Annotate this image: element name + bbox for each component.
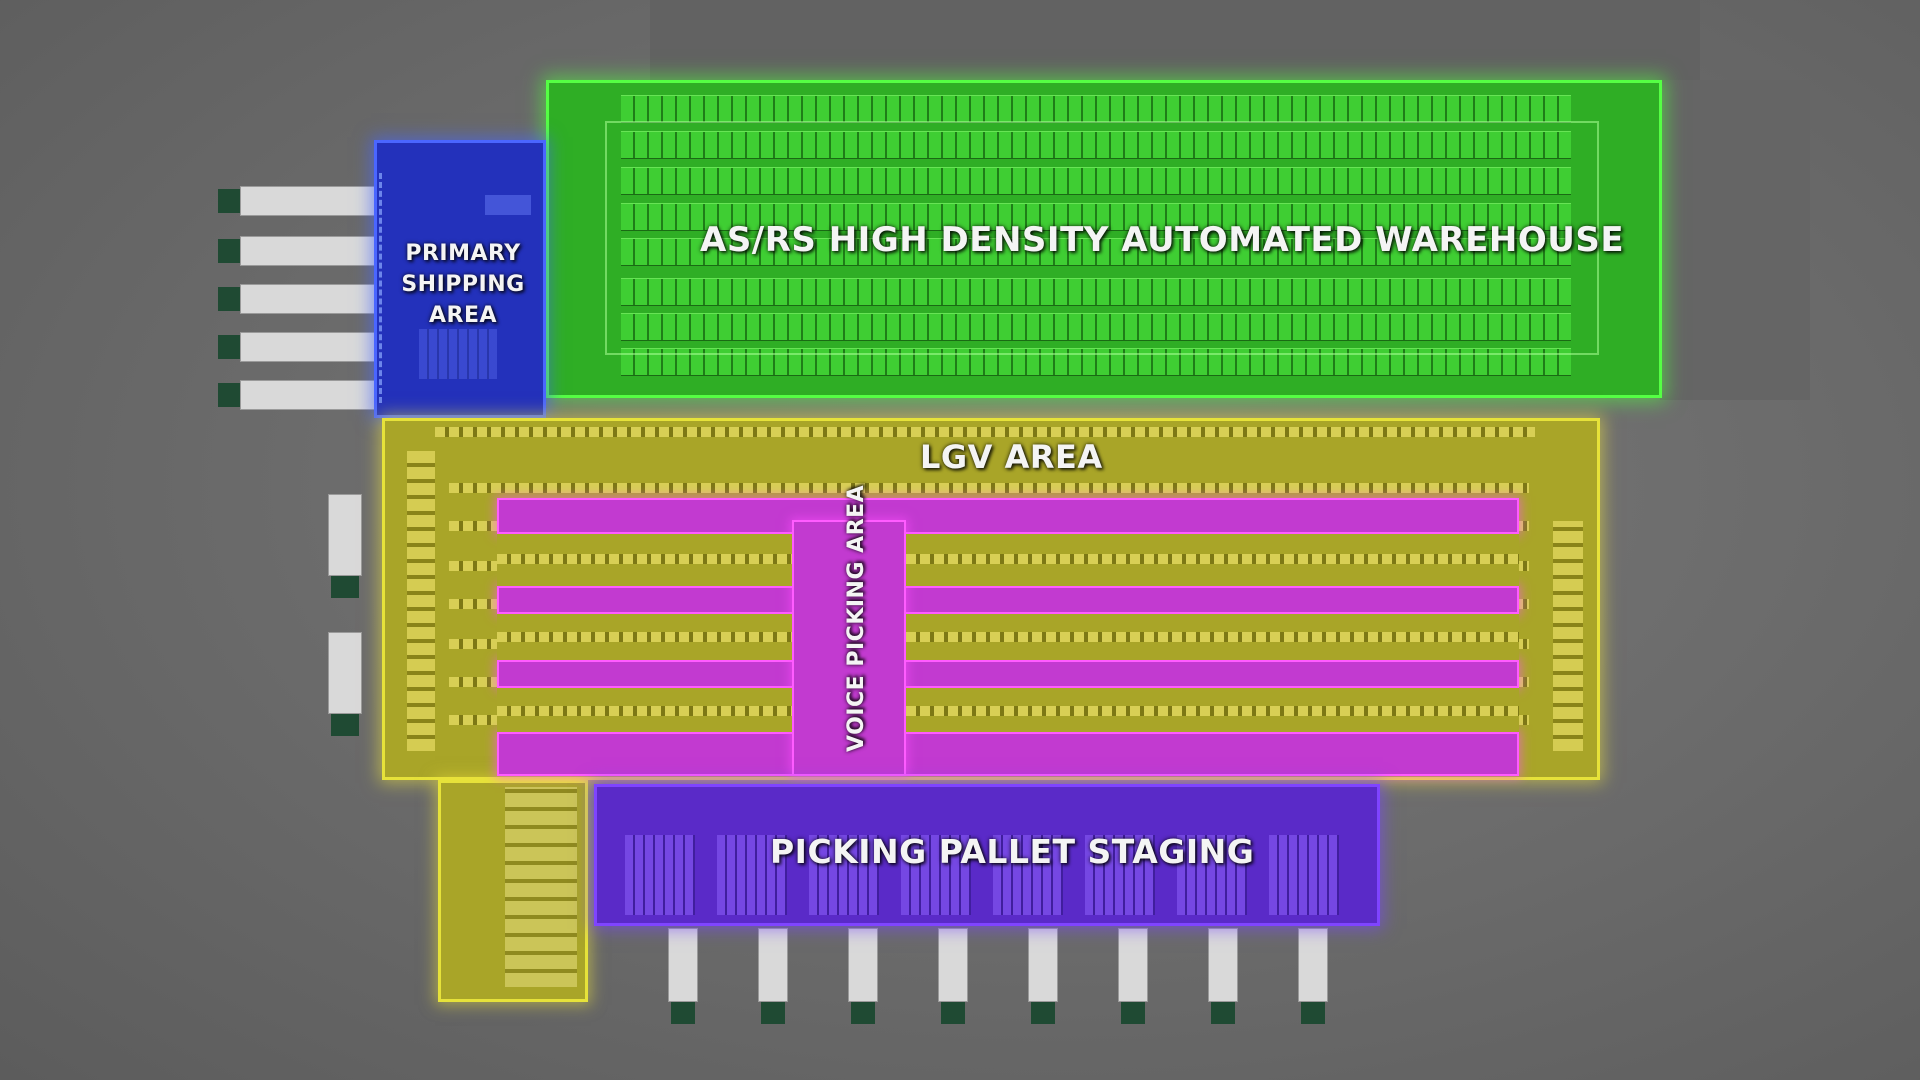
truck bbox=[1208, 928, 1238, 1024]
truck-trailer bbox=[240, 332, 376, 362]
truck-trailer bbox=[240, 284, 376, 314]
truck-trailer bbox=[848, 928, 878, 1002]
truck-cab bbox=[218, 335, 240, 359]
staging-pallet-block bbox=[993, 835, 1063, 915]
truck bbox=[1028, 928, 1058, 1024]
truck-cab bbox=[218, 239, 240, 263]
asrs-rack-row bbox=[621, 203, 1571, 231]
asrs-rack-row bbox=[621, 95, 1571, 123]
asrs-rack-row bbox=[621, 238, 1571, 266]
lgv-rack-row bbox=[497, 632, 792, 642]
truck-cab bbox=[941, 1002, 965, 1024]
voice-picking-aisle bbox=[497, 660, 1519, 688]
truck bbox=[758, 928, 788, 1024]
truck-cab bbox=[1121, 1002, 1145, 1024]
truck bbox=[218, 236, 376, 266]
asrs-rack-row bbox=[621, 167, 1571, 195]
truck-trailer bbox=[668, 928, 698, 1002]
staging-zone-label: PICKING PALLET STAGING bbox=[770, 832, 1255, 871]
truck-cab bbox=[1211, 1002, 1235, 1024]
truck bbox=[218, 332, 376, 362]
truck-cab bbox=[331, 714, 359, 736]
voice-picking-aisle bbox=[497, 498, 1519, 534]
truck-trailer bbox=[1208, 928, 1238, 1002]
staging-pallet-block bbox=[809, 835, 879, 915]
truck bbox=[668, 928, 698, 1024]
lgv-rack-row bbox=[435, 427, 1535, 437]
truck bbox=[218, 284, 376, 314]
lgv-side-pallets bbox=[407, 451, 435, 751]
asrs-rack-row bbox=[621, 313, 1571, 341]
shipping-label-line-2: SHIPPING bbox=[401, 272, 525, 297]
building-shadow bbox=[650, 0, 1700, 80]
staging-pallet-block bbox=[1177, 835, 1247, 915]
truck-trailer bbox=[758, 928, 788, 1002]
truck-trailer bbox=[240, 186, 376, 216]
staging-pallet-block bbox=[717, 835, 787, 915]
lgv-rack-row bbox=[497, 706, 792, 716]
truck bbox=[1118, 928, 1148, 1024]
asrs-rack-row bbox=[621, 348, 1571, 376]
voice-picking-aisle bbox=[497, 586, 1519, 614]
shipping-staged-pallets bbox=[419, 329, 497, 379]
lgv-side-pallets bbox=[1553, 521, 1583, 751]
truck-cab bbox=[1031, 1002, 1055, 1024]
staging-pallet-block bbox=[1269, 835, 1339, 915]
staging-pallet-block bbox=[1085, 835, 1155, 915]
truck-trailer bbox=[240, 236, 376, 266]
voice-picking-spine bbox=[792, 520, 906, 776]
truck-cab bbox=[218, 383, 240, 407]
lgv-zone-label: LGV AREA bbox=[920, 438, 1103, 476]
lgv-extension-pallets bbox=[505, 787, 577, 987]
shipping-dock-doors bbox=[379, 173, 392, 403]
truck-trailer bbox=[328, 494, 362, 576]
truck-cab bbox=[761, 1002, 785, 1024]
shipping-zone-label: PRIMARY SHIPPING AREA bbox=[374, 238, 552, 331]
truck-trailer bbox=[938, 928, 968, 1002]
truck bbox=[218, 186, 376, 216]
shipping-staged-pallets bbox=[485, 195, 531, 215]
shipping-label-line-1: PRIMARY bbox=[405, 241, 521, 266]
truck-trailer bbox=[1118, 928, 1148, 1002]
staging-pallet-block bbox=[901, 835, 971, 915]
truck bbox=[328, 632, 362, 736]
truck-cab bbox=[671, 1002, 695, 1024]
lgv-rack-row bbox=[906, 632, 1519, 642]
asrs-zone-label: AS/RS HIGH DENSITY AUTOMATED WAREHOUSE bbox=[700, 220, 1625, 260]
truck bbox=[328, 494, 362, 598]
truck-cab bbox=[218, 189, 240, 213]
shipping-label-line-3: AREA bbox=[428, 303, 498, 328]
lgv-rack-row bbox=[906, 554, 1519, 564]
lgv-rack-row bbox=[449, 483, 1529, 493]
truck bbox=[848, 928, 878, 1024]
asrs-inner-frame bbox=[605, 121, 1599, 355]
lgv-zone-extension[interactable] bbox=[438, 780, 588, 1002]
voice-zone-label: VOICE PICKING AREA bbox=[844, 484, 869, 752]
asrs-warehouse-zone[interactable] bbox=[546, 80, 1662, 398]
asrs-rack-row bbox=[621, 278, 1571, 306]
truck-trailer bbox=[328, 632, 362, 714]
lgv-rack-row bbox=[497, 554, 792, 564]
truck-cab bbox=[1301, 1002, 1325, 1024]
truck bbox=[1298, 928, 1328, 1024]
truck bbox=[218, 380, 376, 410]
truck-cab bbox=[331, 576, 359, 598]
truck-cab bbox=[851, 1002, 875, 1024]
staging-pallet-block bbox=[625, 835, 695, 915]
primary-shipping-zone[interactable] bbox=[374, 140, 546, 418]
truck-trailer bbox=[240, 380, 376, 410]
voice-picking-aisle bbox=[497, 732, 1519, 776]
truck-trailer bbox=[1298, 928, 1328, 1002]
picking-pallet-staging-zone[interactable] bbox=[594, 784, 1380, 926]
truck-cab bbox=[218, 287, 240, 311]
asrs-rack-row bbox=[621, 131, 1571, 159]
building-shadow bbox=[1660, 80, 1810, 400]
lgv-rack-row bbox=[906, 706, 1519, 716]
truck-trailer bbox=[1028, 928, 1058, 1002]
truck bbox=[938, 928, 968, 1024]
